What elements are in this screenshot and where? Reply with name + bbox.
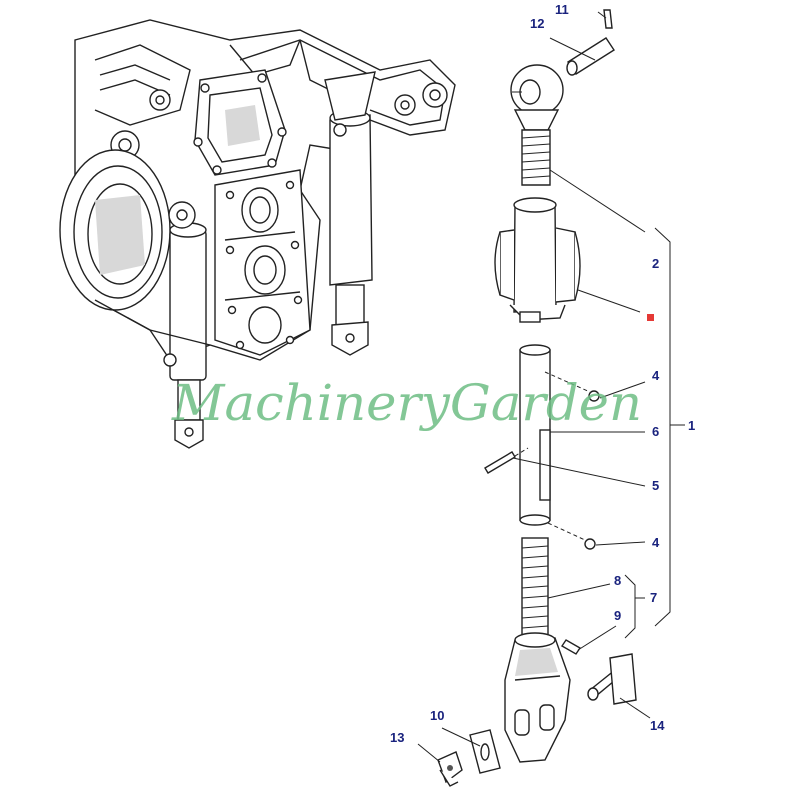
- callout-11: 13: [390, 730, 404, 745]
- part-4-grease-nipple-lower: [547, 522, 596, 550]
- cover-bolts: [193, 73, 287, 175]
- callout-labels: 11 12 2 4 6 1 5 4 8 7 9 14 10 13: [390, 2, 695, 745]
- part-2-ball-joint: [510, 64, 564, 186]
- part-12-pin: [566, 37, 615, 76]
- part-13-pin: [603, 9, 613, 29]
- part-8-threaded-rod: [521, 537, 549, 639]
- callout-2: 2: [652, 256, 659, 271]
- face-bolts: [225, 180, 303, 350]
- left-lift-cylinder: [168, 201, 207, 449]
- part-10-plate: [469, 729, 501, 774]
- callout-4-lower: 4: [652, 535, 660, 550]
- callout-9: 9: [614, 608, 621, 623]
- leader-lines: [417, 11, 685, 763]
- callout-4-upper: 4: [652, 368, 660, 383]
- callout-14: 14: [650, 718, 665, 733]
- callout-10: 10: [430, 708, 444, 723]
- callout-5: 5: [652, 478, 659, 493]
- adjuster-housing: [494, 197, 581, 323]
- watermark: MachineryGarden: [171, 374, 642, 432]
- callout-8: 8: [614, 573, 621, 588]
- part-11-clip: [437, 751, 463, 787]
- part-4-grease-nipple-upper: [544, 371, 600, 402]
- callout-6: 6: [652, 424, 659, 439]
- red-marker: [647, 314, 654, 321]
- part-5-roll-pin: [484, 447, 529, 474]
- part-14-pin: [587, 653, 637, 705]
- rear-axle-housing: [59, 19, 456, 449]
- part-9-pin: [561, 639, 581, 655]
- right-lift-cylinder: [324, 71, 376, 356]
- callout-7: 7: [650, 590, 657, 605]
- callout-12: 12: [530, 16, 544, 31]
- part-7-clevis: [504, 632, 571, 763]
- callout-13: 11: [555, 2, 569, 17]
- callout-1: 1: [688, 418, 695, 433]
